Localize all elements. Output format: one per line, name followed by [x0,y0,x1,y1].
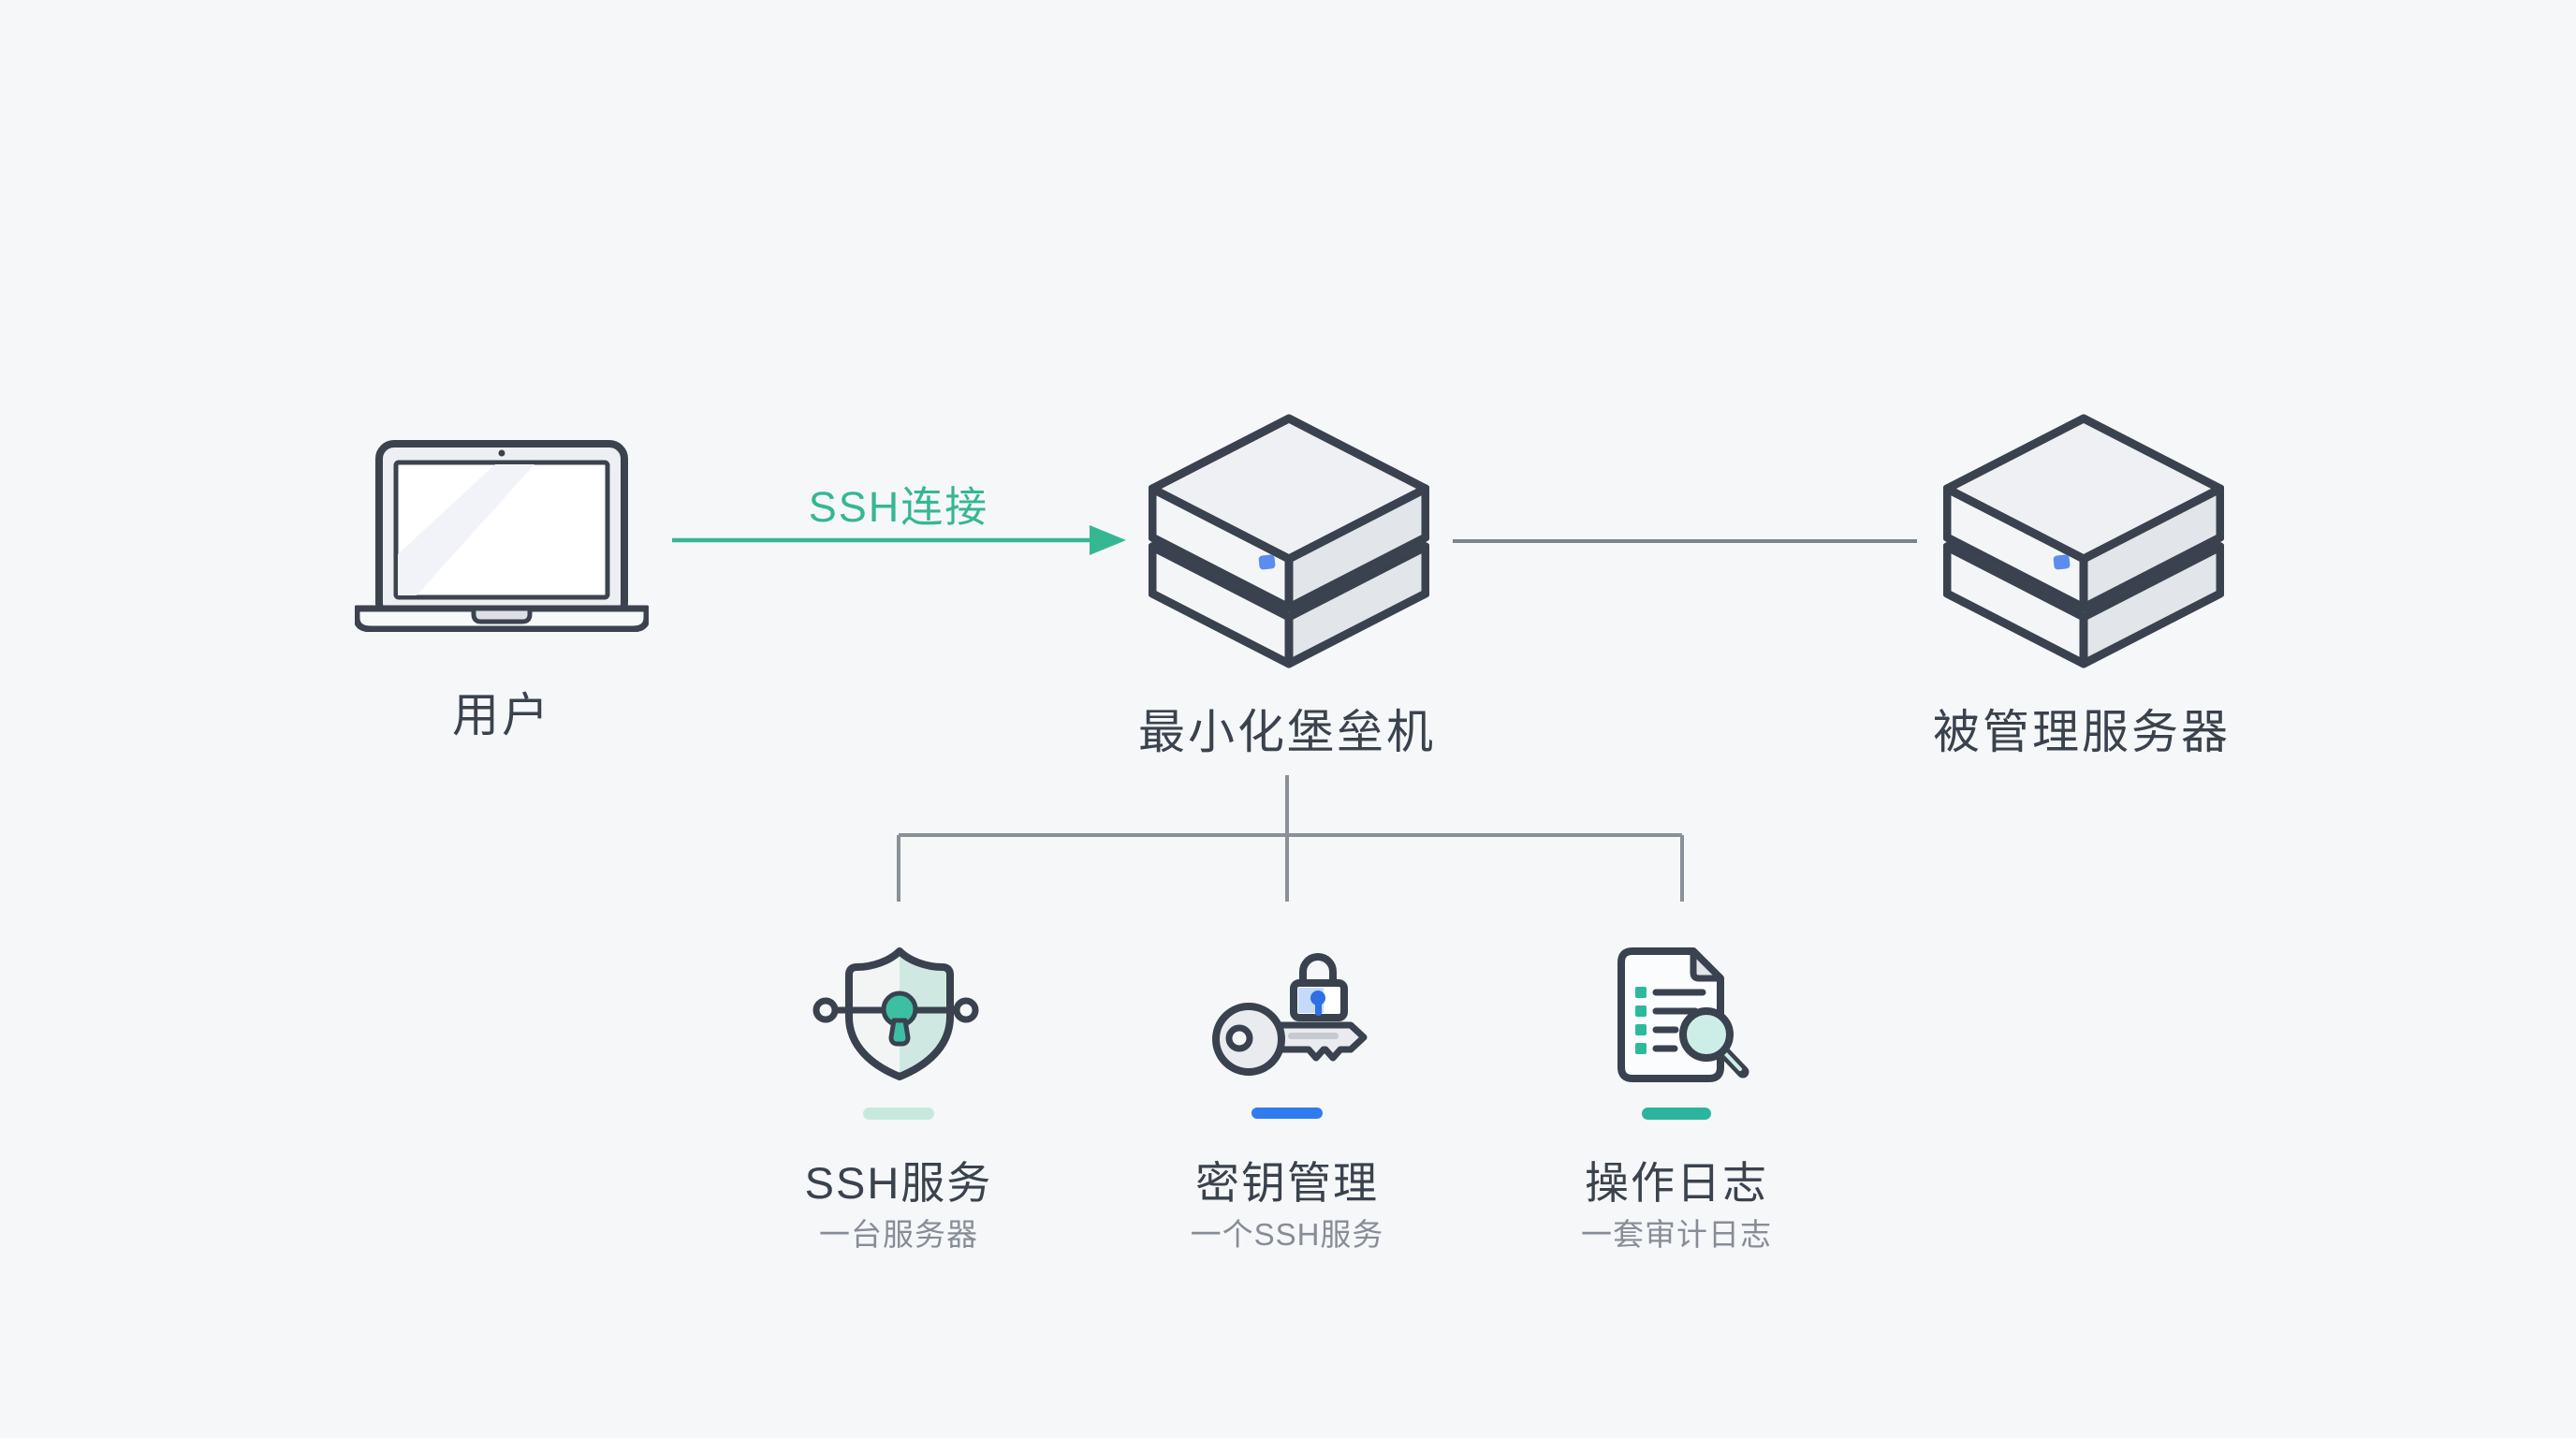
server-stack-icon-bastion [1149,414,1429,668]
ssh-arrow [672,525,1126,555]
document-magnifier-icon [1617,947,1749,1082]
feature-subtitle-ssh-service: 一台服务器 [819,1217,978,1252]
branch-connector [897,775,1684,902]
feature-underline-key-management [1251,1108,1323,1119]
feature-subtitle-operation-logs: 一套审计日志 [1581,1217,1772,1252]
server-led [2053,554,2071,570]
bastion-label: 最小化堡垒机 [1138,706,1436,758]
laptop-icon [355,440,649,632]
feature-title-ssh-service: SSH服务 [804,1158,993,1208]
managed-server-label: 被管理服务器 [1933,706,2231,758]
shield-keyhole-icon [812,947,979,1080]
feature-underline-operation-logs [1642,1108,1711,1120]
ssh-connection-label: SSH连接 [808,483,989,531]
user-label: 用户 [452,689,551,741]
feature-title-operation-logs: 操作日志 [1585,1158,1768,1208]
feature-underline-ssh-service [863,1108,934,1120]
feature-subtitle-key-management: 一个SSH服务 [1190,1217,1384,1252]
server-led [1258,554,1276,570]
server-stack-icon-managed [1943,414,2224,668]
key-lock-icon [1212,953,1368,1076]
feature-title-key-management: 密钥管理 [1195,1158,1379,1208]
